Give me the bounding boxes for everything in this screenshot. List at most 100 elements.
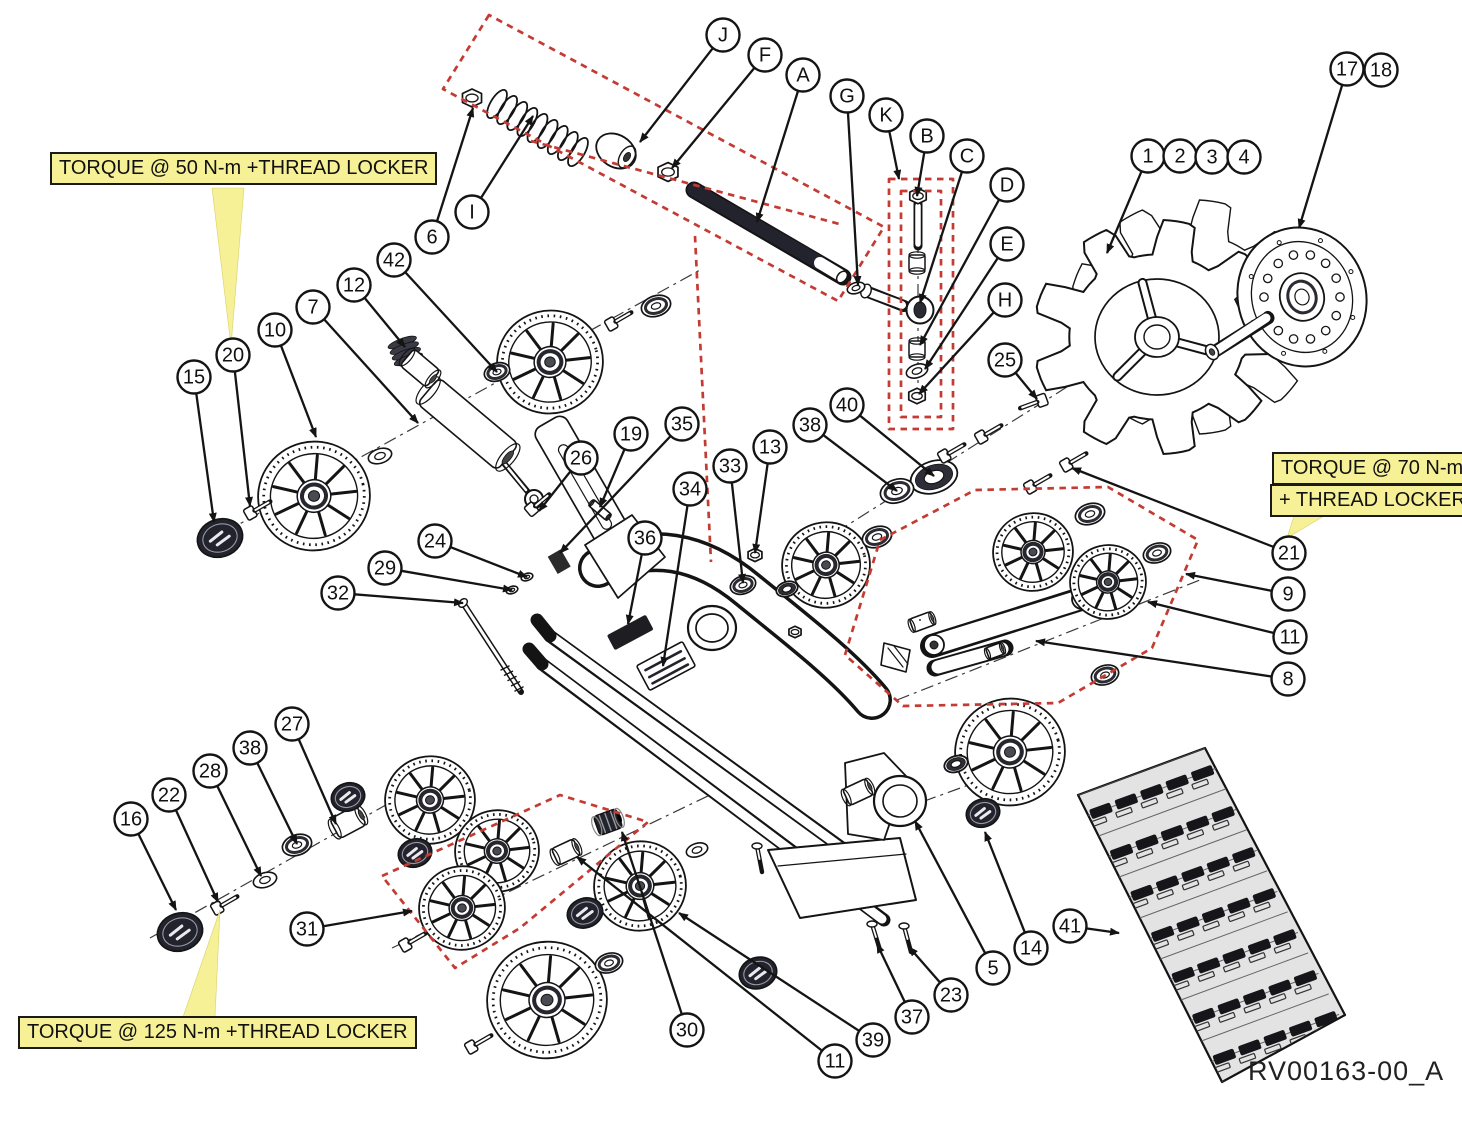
callout-7: 7: [295, 289, 419, 424]
callout-label-11b: 11: [825, 1051, 846, 1073]
callout-12: 12: [336, 267, 406, 348]
end-cap: [965, 797, 1001, 829]
callout-17: 17: [1297, 51, 1365, 229]
callout-27: 27: [274, 706, 338, 825]
callout-25: 25: [987, 342, 1038, 400]
bolt: [603, 310, 634, 332]
callout-13: 13: [752, 429, 788, 554]
callout-E: E: [924, 226, 1025, 370]
callout-label-24: 24: [424, 531, 446, 553]
callout-37: 37: [875, 943, 930, 1035]
callout-32: 32: [320, 575, 464, 611]
road-wheel: [418, 865, 506, 951]
bolt: [523, 492, 552, 518]
callout-label-37: 37: [901, 1007, 923, 1029]
bolt: [397, 931, 428, 953]
callout-label-40: 40: [836, 395, 858, 417]
road-wheel: [384, 755, 476, 845]
callout-label-35: 35: [671, 414, 693, 436]
callout-label-29: 29: [374, 558, 396, 580]
callout-label-27: 27: [281, 714, 303, 736]
callout-H: H: [918, 282, 1023, 395]
bearing: [1142, 542, 1172, 564]
callout-label-30: 30: [676, 1020, 698, 1042]
callout-3: 3: [1194, 139, 1230, 175]
end-cap: [196, 517, 244, 559]
torque-note-50: TORQUE @ 50 N-m +THREAD LOCKER: [50, 152, 438, 185]
callout-label-33: 33: [719, 456, 741, 478]
torque-note-125: TORQUE @ 125 N-m +THREAD LOCKER: [18, 1016, 417, 1049]
callout-22: 22: [151, 777, 220, 903]
callout-label-20: 20: [222, 345, 244, 367]
road-wheel: [1069, 544, 1147, 620]
torque-note-70-line2: + THREAD LOCKER: [1270, 484, 1462, 517]
callout-label-7: 7: [307, 297, 318, 319]
callout-I: I: [454, 115, 534, 230]
callout-label-B: B: [920, 126, 933, 148]
plain: [685, 842, 709, 858]
callout-29: 29: [367, 550, 513, 593]
spring-assembly: [486, 88, 852, 286]
callout-6: 6: [414, 107, 475, 255]
limiter-rod: [457, 597, 524, 695]
callout-11c: 11: [1147, 600, 1308, 655]
bolt: [1017, 392, 1049, 411]
callout-label-34: 34: [679, 479, 701, 501]
road-wheel: [781, 521, 871, 609]
torque-note-wedges: [182, 187, 1325, 1018]
bolt: [1058, 451, 1089, 473]
callout-39: 39: [678, 912, 891, 1058]
callout-label-A: A: [796, 65, 810, 87]
bushing: [327, 804, 369, 840]
callout-label-10: 10: [264, 320, 286, 342]
road-wheel: [992, 512, 1074, 592]
callout-31: 31: [289, 908, 413, 947]
callout-F: F: [671, 37, 783, 169]
bolt: [242, 499, 273, 521]
callout-label-5: 5: [987, 958, 998, 980]
callout-33: 33: [712, 448, 748, 584]
bushing: [907, 610, 937, 634]
callout-J: J: [639, 17, 741, 143]
callout-label-J: J: [718, 25, 728, 47]
callout-35: 35: [559, 406, 700, 554]
callout-26: 26: [538, 440, 599, 512]
bearing: [729, 574, 757, 596]
callout-label-12: 12: [343, 275, 365, 297]
callout-label-38b: 38: [239, 738, 261, 760]
callout-label-11c: 11: [1280, 627, 1301, 649]
plain: [367, 447, 393, 465]
callout-16: 16: [113, 801, 178, 911]
torque-note-70-line1: TORQUE @ 70 N-m: [1272, 452, 1462, 485]
bushing: [549, 838, 583, 866]
callout-30: 30: [620, 831, 705, 1048]
end-cap: [738, 956, 778, 990]
callout-10: 10: [257, 312, 318, 438]
callout-36: 36: [625, 520, 663, 625]
bolt: [936, 442, 967, 464]
callout-label-14: 14: [1020, 938, 1042, 960]
axle-housing: [844, 752, 928, 841]
callout-label-2: 2: [1174, 146, 1185, 168]
torque-50-wedge: [211, 187, 245, 347]
callout-18: 18: [1363, 52, 1399, 88]
callout-label-F: F: [759, 45, 771, 67]
callout-9: 9: [1185, 571, 1306, 612]
callout-label-21: 21: [1278, 543, 1300, 565]
callout-K: K: [868, 97, 904, 180]
callout-label-26: 26: [570, 448, 592, 470]
torque-region-outlines: [380, 13, 1200, 970]
bearing: [281, 833, 313, 857]
end-cap: [397, 837, 433, 869]
callout-1: 1: [1105, 138, 1166, 254]
torque-70-wedge: [1286, 515, 1325, 539]
brake-hub: [1204, 226, 1368, 368]
callout-label-13: 13: [759, 437, 781, 459]
callout-B: B: [909, 118, 945, 197]
callout-label-6: 6: [426, 227, 437, 249]
callout-20: 20: [215, 337, 253, 507]
nut: [461, 88, 483, 108]
callout-label-1: 1: [1142, 146, 1153, 168]
callout-label-36: 36: [634, 528, 656, 550]
